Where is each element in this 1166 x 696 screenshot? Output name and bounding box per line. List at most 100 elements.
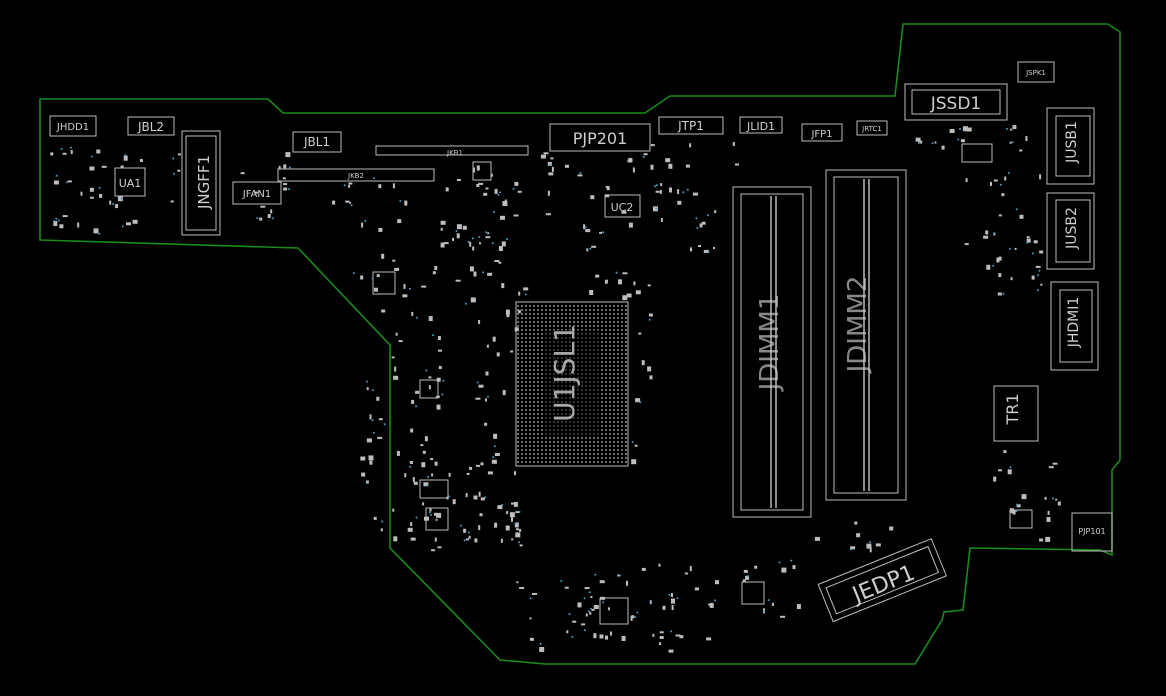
pad [506, 511, 509, 515]
via [655, 207, 658, 210]
via [55, 217, 58, 220]
pad [647, 284, 651, 287]
pad [485, 398, 487, 402]
pad [120, 165, 124, 169]
pad [411, 311, 414, 316]
pad [671, 605, 674, 610]
pad [715, 580, 719, 585]
via [615, 271, 618, 274]
via [432, 334, 435, 337]
pad [89, 196, 94, 199]
pad [1031, 275, 1035, 280]
pad [518, 291, 521, 296]
pad [115, 204, 119, 209]
pad [1019, 149, 1023, 152]
via [428, 511, 431, 514]
via [524, 293, 527, 296]
pad [494, 260, 500, 262]
via [350, 204, 353, 207]
tr1-label: TR1 [1003, 393, 1022, 425]
pad [626, 580, 628, 586]
pad [393, 536, 398, 542]
pad [392, 259, 396, 262]
via [529, 597, 532, 600]
pad [990, 181, 992, 186]
pad [511, 516, 513, 522]
pad [492, 336, 496, 342]
jfp1-connector [801, 123, 843, 142]
via [485, 231, 488, 234]
pad [583, 224, 586, 230]
pad [514, 327, 519, 332]
pad [380, 528, 383, 532]
pad [434, 266, 438, 270]
pad [456, 224, 462, 230]
pad [1025, 136, 1028, 141]
via [415, 405, 418, 408]
pad [993, 476, 997, 482]
via [60, 148, 63, 150]
via [70, 146, 72, 149]
pad [396, 450, 400, 456]
via [464, 302, 467, 305]
pad [376, 396, 380, 401]
pad [123, 155, 128, 161]
via [497, 193, 500, 196]
via [90, 155, 93, 158]
via [763, 609, 766, 612]
pad [949, 129, 955, 133]
pad [621, 636, 626, 641]
via [999, 183, 1002, 186]
ic-outline [472, 161, 492, 181]
pad [685, 164, 690, 168]
pad [366, 387, 369, 391]
pad [478, 182, 484, 185]
pad [438, 349, 442, 352]
pad [465, 493, 468, 498]
pad [590, 195, 595, 200]
via [372, 431, 375, 434]
pad [404, 200, 408, 206]
pad [496, 352, 500, 357]
pad [517, 190, 522, 193]
jngff1-connector [181, 130, 221, 236]
pad [856, 533, 861, 538]
jdimm2-label: JDIMM2 [843, 276, 873, 375]
pad [410, 428, 414, 433]
pad [267, 214, 271, 218]
pad [468, 535, 471, 539]
pad [577, 174, 583, 177]
via [588, 591, 591, 594]
pad [254, 191, 259, 194]
via [918, 141, 921, 144]
via [539, 642, 542, 645]
pad [470, 297, 476, 303]
via [482, 271, 485, 274]
via [408, 287, 411, 290]
pad [421, 462, 426, 468]
pad [463, 528, 467, 533]
pad [431, 473, 434, 477]
pad [814, 536, 820, 541]
via [371, 419, 374, 422]
via [463, 539, 466, 542]
pad [1010, 128, 1013, 131]
pad [478, 525, 481, 531]
pad [440, 220, 446, 225]
via [696, 226, 699, 229]
pad [498, 261, 502, 264]
pad [669, 187, 672, 193]
via [589, 247, 592, 250]
pad [591, 245, 597, 248]
via [1037, 274, 1039, 277]
pad [438, 366, 442, 369]
pad [395, 332, 398, 336]
pad [361, 222, 364, 228]
pad [365, 480, 369, 484]
pad [1057, 501, 1061, 506]
pad [436, 512, 442, 518]
via [172, 157, 175, 160]
pad [610, 631, 612, 636]
pad [485, 236, 491, 239]
pad [539, 647, 545, 652]
